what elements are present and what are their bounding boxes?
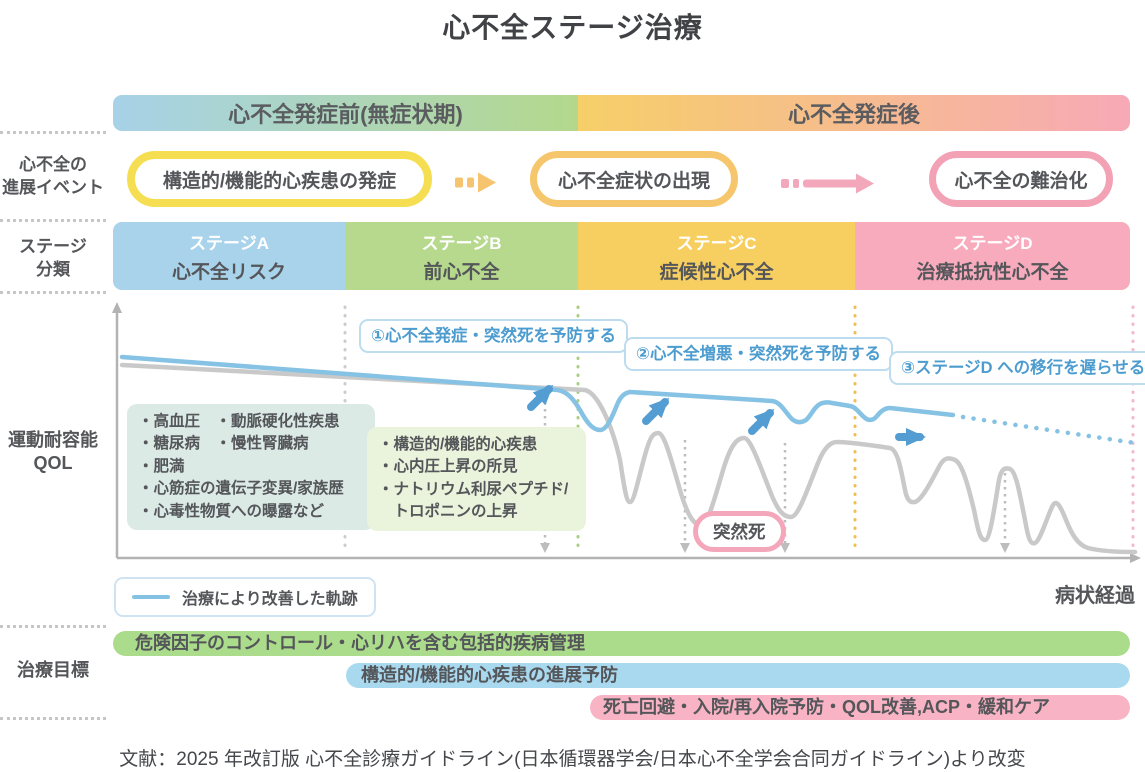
event-pill-refractory-heart-failure: 心不全の難治化 [929,151,1113,207]
improved-trajectory-line-icon [132,594,170,600]
sudden-death-badge: 突然死 [693,511,786,552]
row-label-treatment-goals: 治療目標 [17,660,89,680]
sudden-death-drop-arrows [543,395,1007,543]
stage-b-name: 前心不全 [423,261,500,283]
goal-bar-avoid-death-palliative-care: 死亡回避・入院/再入院予防・QOL改善,ACP・緩和ケア [590,695,1130,720]
row-label-progression-events: 心不全の 進展イベント [2,155,104,197]
phase-band-post-onset: 心不全発症後 [578,95,1130,131]
stage-d-name: 治療抵抗性心不全 [916,261,1069,283]
x-axis-label-disease-course: 病状経過 [1055,585,1135,607]
row-separator [0,291,106,294]
y-axis-arrowhead-icon [112,302,122,313]
stage-a-name: 心不全リスク [171,261,286,283]
improved-trajectory-curve [119,354,956,433]
legend-label: 治療により改善した軌跡 [182,591,358,608]
pink-step-arrow-icon [781,173,874,194]
stage-b-title: ステージB [421,233,502,253]
citation-text: 文献：2025 年改訂版 心不全診療ガイドライン(日本循環器学会/日本心不全学会… [119,749,1026,770]
page-title: 心不全ステージ治療 [442,12,703,43]
trajectory-chart [112,302,1141,563]
stage-block-b: ステージB 前心不全 [345,222,578,290]
stage-a-title: ステージA [189,233,269,253]
phase-band-pre-onset: 心不全発症前(無症状期) [113,95,578,131]
sudden-death-arrowheads [540,543,1010,553]
improved-trajectory-dotted-projection [960,414,1138,446]
stage-c-title: ステージC [676,233,757,253]
stage-d-title: ステージD [952,233,1033,253]
x-axis-arrowhead-icon [1130,553,1141,563]
yellow-step-arrow-icon [455,172,496,193]
baseline-course-curve [119,362,1138,555]
stage-b-findings-box: ・構造的/機能的心疾患 ・心内圧上昇の所見 ・ナトリウム利尿ペプチド/ トロポニ… [367,427,586,531]
annotation-delay-stage-d: ③ステージD への移行を遅らせる [889,351,1145,385]
row-separator [0,717,106,720]
row-separator [0,219,106,222]
goal-bar-prevent-progression: 構造的/機能的心疾患の進展予防 [346,663,1130,688]
event-pill-symptom-appearance: 心不全症状の出現 [530,151,738,207]
row-separator [0,131,106,134]
annotation-prevent-worsening: ②心不全増悪・突然死を予防する [624,337,893,371]
event-pill-structural-disease-onset: 構造的/機能的心疾患の発症 [127,151,432,207]
legend: 治療により改善した軌跡 [114,577,376,617]
stage-block-a: ステージA 心不全リスク [113,222,345,290]
treatment-effect-arrows [527,384,926,446]
goal-bar-comprehensive-disease-management: 危険因子のコントロール・心リハを含む包括的疾病管理 [113,631,1130,656]
row-label-stage-classification: ステージ 分類 [19,237,87,279]
stage-block-c: ステージC 症候性心不全 [578,222,855,290]
stage-block-d: ステージD 治療抵抗性心不全 [855,222,1130,290]
stage-a-risk-factors-box: ・高血圧 ・動脈硬化性疾患 ・糖尿病 ・慢性腎臓病 ・肥満 ・心筋症の遺伝子変異… [127,404,375,531]
annotation-prevent-onset: ①心不全発症・突然死を予防する [359,319,628,353]
row-separator [0,625,106,628]
stage-c-name: 症候性心不全 [659,261,774,283]
y-axis-label-exercise-qol: 運動耐容能 QOL [8,430,98,473]
